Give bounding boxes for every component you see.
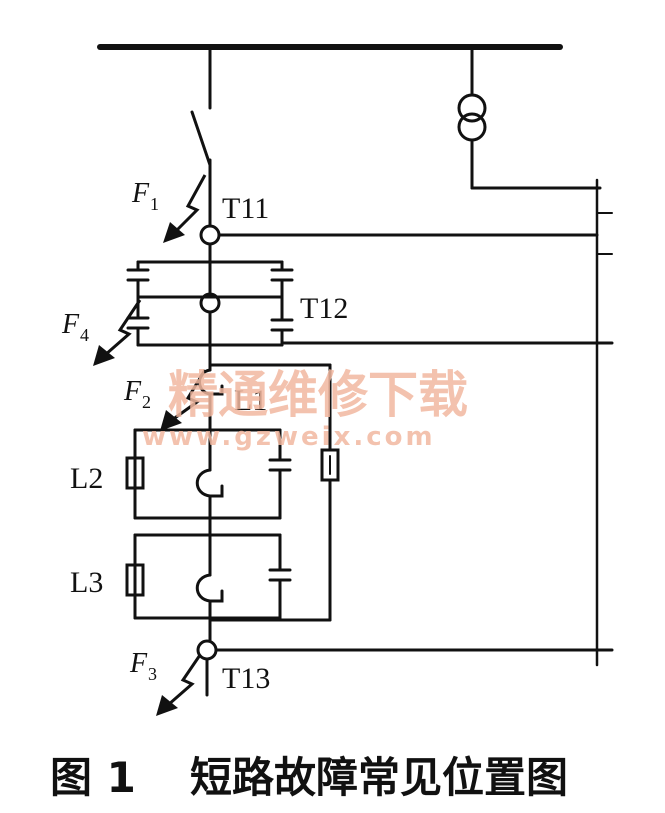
f2-fault-arrow [171,369,207,422]
transformer-coil-top [457,93,487,123]
f2-arrowhead [160,410,182,431]
f3-subscript: 3 [148,664,157,684]
watermark-url: www.gzweix.com [142,422,436,452]
l3-reactor [195,573,224,603]
l3-resistor [125,563,145,597]
t13-label: T13 [222,662,270,695]
figure-number: 图 1 [50,753,136,802]
l3-label: L3 [70,566,103,599]
l2-reactor [195,468,224,498]
f3-fault-arrow [167,654,202,707]
l2-resistor [125,456,145,490]
f2-subscript: 2 [142,392,151,412]
f1-arrowhead [163,222,185,243]
l1-label: L1 [234,384,267,417]
t12-label: T12 [300,292,348,325]
f3-label: F [129,648,148,679]
t11-label: T11 [222,192,269,225]
f1-subscript: 1 [150,194,159,214]
l2-label: L2 [70,462,103,495]
figure-title: 短路故障常见位置图 [190,753,568,802]
f4-label: F [61,309,80,340]
f3-arrowhead [156,695,178,716]
f4-fault-arrow [104,299,142,357]
f1-fault-arrow [173,174,207,234]
f1-label: F [131,178,150,209]
f4-arrowhead [93,345,115,366]
t11-ct-symbol [199,224,221,246]
breaker-blade [190,110,212,167]
watermark-title: 精通维修下载 [168,366,468,424]
f4-subscript: 4 [80,325,89,345]
f2-label: F [123,376,142,407]
transformer-coil-bottom [457,112,487,142]
